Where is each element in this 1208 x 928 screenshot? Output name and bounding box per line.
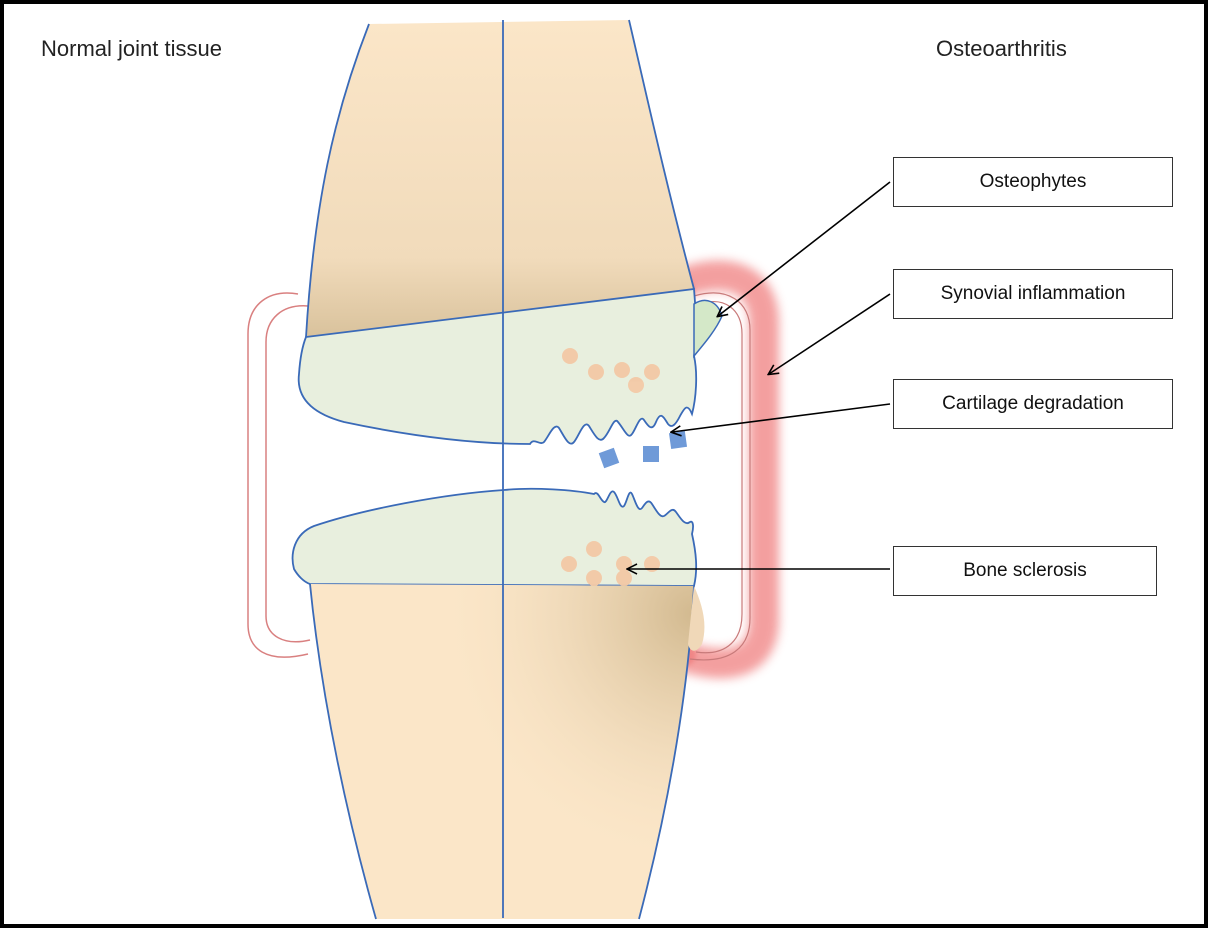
upper-bone	[306, 20, 694, 337]
normal-joint-title: Normal joint tissue	[41, 36, 222, 62]
arrow-synovial	[769, 294, 890, 374]
osteoarthritis-title: Osteoarthritis	[936, 36, 1067, 62]
normal-synovium	[248, 293, 310, 657]
label-cartilage-degradation: Cartilage degradation	[893, 379, 1173, 429]
label-bone-sclerosis: Bone sclerosis	[893, 546, 1157, 596]
arrow-cartilage	[672, 404, 890, 432]
lower-cartilage	[293, 489, 697, 586]
cartilage-debris	[599, 431, 687, 468]
label-osteophytes: Osteophytes	[893, 157, 1173, 207]
joint-diagram	[4, 4, 1204, 924]
label-synovial-inflammation: Synovial inflammation	[893, 269, 1173, 319]
lower-bone	[310, 584, 694, 919]
arrow-osteophytes	[718, 182, 890, 316]
upper-osteophyte	[694, 300, 722, 356]
